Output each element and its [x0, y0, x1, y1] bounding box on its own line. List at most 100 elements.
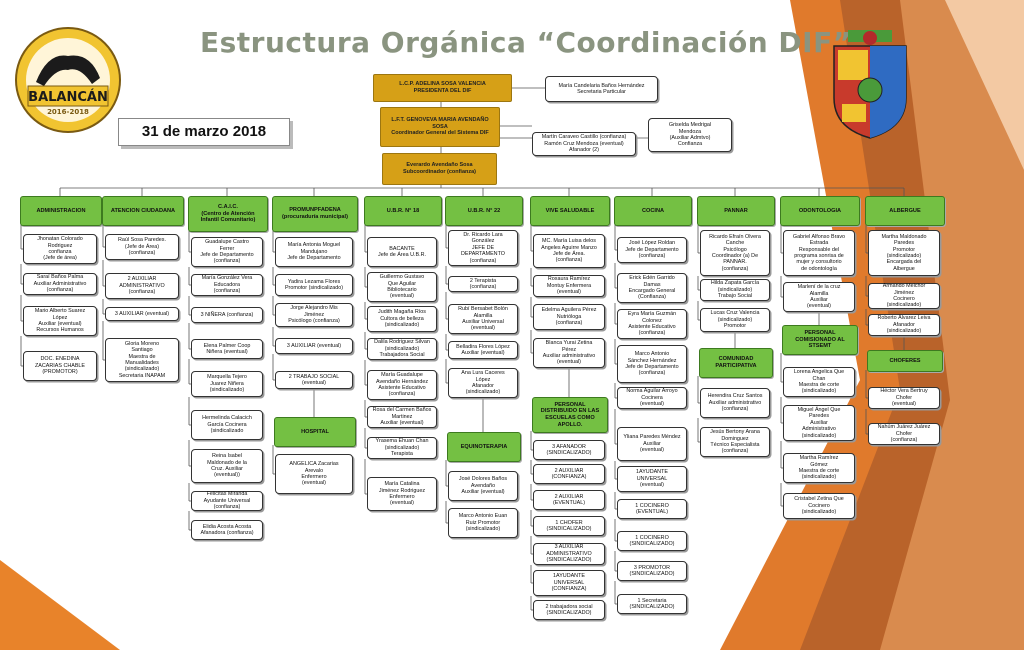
staff-box: Guadalupe Castro Ferrer Jefe de Departam…	[191, 237, 263, 267]
logo-years: 2016-2018	[47, 108, 89, 116]
staff-box: Edelma Aguilera Pérez Nutrióloga (confia…	[533, 304, 605, 330]
balancan-logo-icon: BALANCÁN 2016-2018	[15, 27, 121, 133]
staff-box: 3 AUXILIAR (eventual)	[105, 307, 179, 321]
column-header: COCINA	[614, 196, 692, 226]
sub-header: PERSONAL DISTRIBUIDO EN LAS ESCUELAS COM…	[532, 397, 608, 433]
column-header: ATENCION CIUDADANA	[102, 196, 184, 226]
staff-box: Judith Magaña Ríos Cultora de belleza (s…	[367, 306, 437, 332]
staff-box: Marco Antonio Sánchez Hernández Jefe de …	[617, 345, 687, 383]
staff-box: 1AYUDANTE UNIVERSAL (CONFIANZA)	[533, 570, 605, 596]
staff-box: Marlení de la cruz Alamilla Auxiliar (ev…	[783, 282, 855, 312]
staff-box: 2 TRABAJO SOCIAL (eventual)	[275, 371, 353, 389]
column-header: U.B.R. N° 22	[445, 196, 523, 226]
coordinator-box: L.F.T. GENOVEVA MARIA AVENDAÑO SOSA Coor…	[380, 107, 500, 147]
staff-box: ANGELICA Zacarias Arevalo Enfermero (eve…	[275, 454, 353, 494]
staff-box: Dalila Rodriguez Silvan (sindicalizado) …	[367, 338, 437, 360]
staff-box: 3 AFANADOR (SINDICALIZADO)	[533, 440, 605, 460]
staff-box: 3 PROMOTOR (SINDICALIZADO)	[617, 561, 687, 581]
column-header: PROMUNPFADENA (procuraduría municipal)	[272, 196, 358, 232]
staff-box: Saraí Baños Palma Auxiliar Administrativ…	[23, 273, 97, 295]
light-band	[880, 0, 1024, 650]
staff-box: Mario Alberto Suarez López Auxiliar (eve…	[23, 306, 97, 336]
column-header: VIVE SALUDABLE	[530, 196, 610, 226]
staff-box: Yadira Lezama Flores Promotor (sindicali…	[275, 274, 353, 296]
staff-box: Belladira Flores López Auxiliar (eventua…	[448, 341, 518, 359]
private-secretary-box: María Candelaria Baños Hernández Secreta…	[545, 76, 658, 102]
orange-corner	[0, 560, 120, 650]
sub-header: COMUNIDAD PARTICIPATIVA	[699, 348, 773, 378]
date-label: 31 de marzo 2018	[118, 118, 290, 146]
staff-box: 2 AUXILIAR ADMINISTRATIVO (confianza)	[105, 273, 179, 299]
logo-text: BALANCÁN	[28, 89, 108, 105]
sub-header: CHOFERES	[867, 350, 943, 372]
staff-box: Jesús Bertony Arana Dominguez Técnico Es…	[700, 427, 770, 457]
sub-header: PERSONAL COMISIONADO AL STSEMT	[782, 325, 858, 355]
staff-box: MC. María Luisa delos Angeles Aguirre Ma…	[533, 234, 605, 268]
staff-box: 1 COCINERO (SINDICALIZADO)	[617, 531, 687, 551]
staff-box: Lorena Angelica Que Chan Maestra de cort…	[783, 367, 855, 397]
column-header: PANNAR	[697, 196, 775, 226]
staff-box: Marco Antonio Euan Ruiz Promotor (sindic…	[448, 508, 518, 538]
staff-box: Yrasema Ehuan Chan (sindicalizado) Terap…	[367, 437, 437, 459]
staff-box: 2 trabajadora social (SINDICALIZADO)	[533, 600, 605, 620]
staff-box: Hilda Zapata García (sindicalizado) Trab…	[700, 279, 770, 301]
staff-box: María Antonia Moguel Mandujano Jefe de D…	[275, 237, 353, 267]
staff-box: 3 NIÑERA (confianza)	[191, 307, 263, 323]
president-box: L.C.P. ADELINA SOSA VALENCIA PRESIDENTA …	[373, 74, 512, 102]
staff-box: Erick Edén Garrido Damas Encargado Gener…	[617, 273, 687, 303]
staff-box: Dr. Ricardo Lara González JEFE DE DEPART…	[448, 230, 518, 266]
column-header: U.B.R. N° 18	[364, 196, 442, 226]
sub-header: HOSPITAL	[274, 417, 356, 447]
staff-box: DOC. ENEDINA ZACARIAS CHABLE (PROMOTOR)	[23, 351, 97, 381]
staff-box: Jhonatan Colorado Rodriguez confianza (J…	[23, 234, 97, 264]
staff-box: Héctor Vera Bertruy Chofer (eventual)	[868, 387, 940, 409]
staff-box: Gabriel Alfonso Bravo Estrada Responsabl…	[783, 230, 855, 276]
sub-header: EQUINOTERAPIA	[447, 432, 521, 462]
staff-box: 1AYUDANTE UNIVERSAL (eventual)	[617, 466, 687, 492]
staff-box: Rosa del Carmen Baños Martinez Auxiliar …	[367, 406, 437, 428]
staff-box: 2 AUXILIAR (EVENTUAL)	[533, 490, 605, 510]
staff-box: 3 AUXILIAR ADMINISTRATIVO (SINDICALIZADO…	[533, 543, 605, 565]
staff-box: Elena Palmer Coop Niñera (eventual)	[191, 339, 263, 359]
staff-box: Marquella Tejero Juarez Niñera (sindical…	[191, 371, 263, 397]
staff-box: María Catalina Jiménez Rodriguez Enferme…	[367, 477, 437, 511]
corner-highlight	[945, 0, 1024, 170]
staff-box: Armando Melchor Jiménez Cocinero (sindic…	[868, 283, 940, 309]
staff-box: Cristabel Zetina Que Cocinero (sindicali…	[783, 493, 855, 519]
subcoordinator-box: Everardo Avendaño Sosa Subcoordinador (c…	[382, 153, 497, 185]
staff-box: 1 CHOFER (SINDICALIZADO)	[533, 516, 605, 536]
staff-box: Felicitas Miranda Ayudante Universal (co…	[191, 491, 263, 511]
staff-box: Elidia Acosta Acosta Afanadora (confianz…	[191, 520, 263, 540]
staff-box: José Dolores Baños Avendaño Auxiliar (ev…	[448, 471, 518, 501]
staff-box: Guillermo Gustavo Que Aguilar Biblioteca…	[367, 272, 437, 302]
column-header: C.A.I.C. (Centro de Atención Infantil Co…	[188, 196, 268, 232]
jaguar-icon	[36, 55, 100, 86]
staff-box: Eyra María Guzmán Colonez Asistente Educ…	[617, 309, 687, 339]
staff-box: Roberto Álvarez Leiva Afanador (sindical…	[868, 314, 940, 336]
column-header: ODONTOLOGIA	[780, 196, 860, 226]
staff-box: Rubí Bersabet Bolón Alamilla Auxiliar Un…	[448, 304, 518, 334]
staff-box: Nahúm Juárez Juárez Chofer (confianza)	[868, 423, 940, 445]
staff-box: 2 Terapista (confianza)	[448, 276, 518, 292]
staff-box: Reina Isabel Maldonado de la Cruz. Auxil…	[191, 449, 263, 483]
staff-box: Gloria Moreno Santiago Maestra de Manual…	[105, 338, 179, 382]
staff-box: 2 AUXILIAR (CONFIANZA)	[533, 464, 605, 484]
staff-box: Hermelinda Calacich García Cocinera (sin…	[191, 410, 263, 440]
staff-box: Martha Ramírez Gómez Maestra de corte (s…	[783, 453, 855, 483]
staff-box: Raúl Sosa Paredes. (Jefe de Área) (confi…	[105, 234, 179, 260]
staff-box: Roxaura Ramírez Montuy Enfermera (eventu…	[533, 275, 605, 297]
staff-box: Martha Maldonado Paredes Promotor (sindi…	[868, 230, 940, 276]
staff-box: Yliana Paredes Méndez Auxiliar (eventual…	[617, 427, 687, 461]
staff-box: Ana Lura Caceres López Afanador (sindica…	[448, 368, 518, 398]
staff-box: Miguel Ángel Que Paredes Auxiliar Admini…	[783, 405, 855, 441]
staff-box: Jorge Alejandro Mis Jiménez Psicólogo (c…	[275, 303, 353, 327]
staff-box: José López Roldan Jefe de Departamento (…	[617, 237, 687, 263]
coat-of-arms-icon	[833, 30, 907, 139]
staff-box: María Guadalupe Avendaño Hernández Asist…	[367, 370, 437, 400]
staff-box: BACANTE Jefe de Área U.B.R.	[367, 237, 437, 267]
staff-box: Herendira Cruz Santos Auxiliar administr…	[700, 388, 770, 418]
admin-assistant-box: Griselda Medrigal Mendoza (Auxiliar Admt…	[648, 118, 732, 152]
staff-box: Lucas Cruz Valencia (sindicalizado) Prom…	[700, 308, 770, 332]
